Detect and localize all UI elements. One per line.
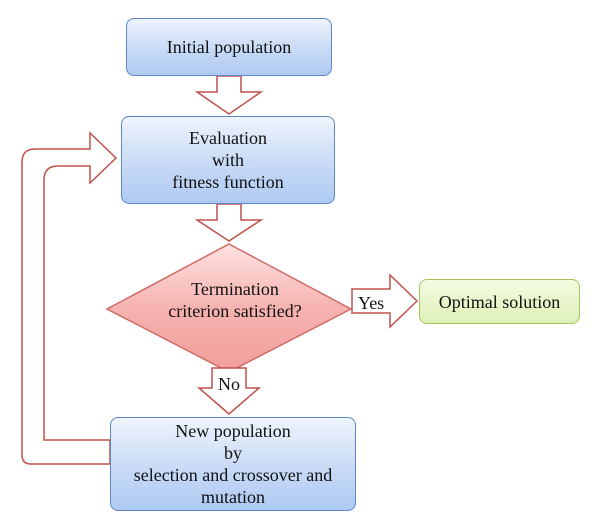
node-new-population-line-2: by: [224, 443, 242, 463]
node-initial-population: Initial population: [126, 18, 332, 76]
node-optimal-solution: Optimal solution: [419, 279, 580, 324]
node-optimal-solution-label: Optimal solution: [438, 291, 561, 312]
arrow-feedback-loop: [21, 131, 118, 465]
arrow-initial-to-evaluation: [194, 75, 264, 115]
node-evaluation: Evaluation with fitness function: [121, 116, 335, 204]
node-initial-population-label: Initial population: [166, 37, 292, 57]
node-evaluation-line-3: fitness function: [172, 172, 284, 192]
arrow-yes: [351, 273, 419, 329]
arrow-no: [196, 367, 262, 415]
node-new-population-line-1: New population: [175, 421, 291, 441]
edge-label-yes: Yes: [358, 293, 385, 313]
node-new-population-line-3: selection and crossover and: [133, 465, 333, 485]
node-evaluation-line-1: Evaluation: [189, 128, 267, 148]
edge-label-no: No: [218, 374, 240, 394]
node-termination: Termination criterion satisfied?: [165, 278, 305, 322]
node-termination-line-1: Termination: [191, 279, 279, 299]
node-new-population: New population by selection and crossove…: [110, 417, 356, 511]
node-evaluation-line-2: with: [211, 150, 244, 170]
node-new-population-line-4: mutation: [201, 487, 265, 507]
node-termination-line-2: criterion satisfied?: [168, 301, 302, 321]
arrow-evaluation-to-decision: [194, 203, 264, 242]
